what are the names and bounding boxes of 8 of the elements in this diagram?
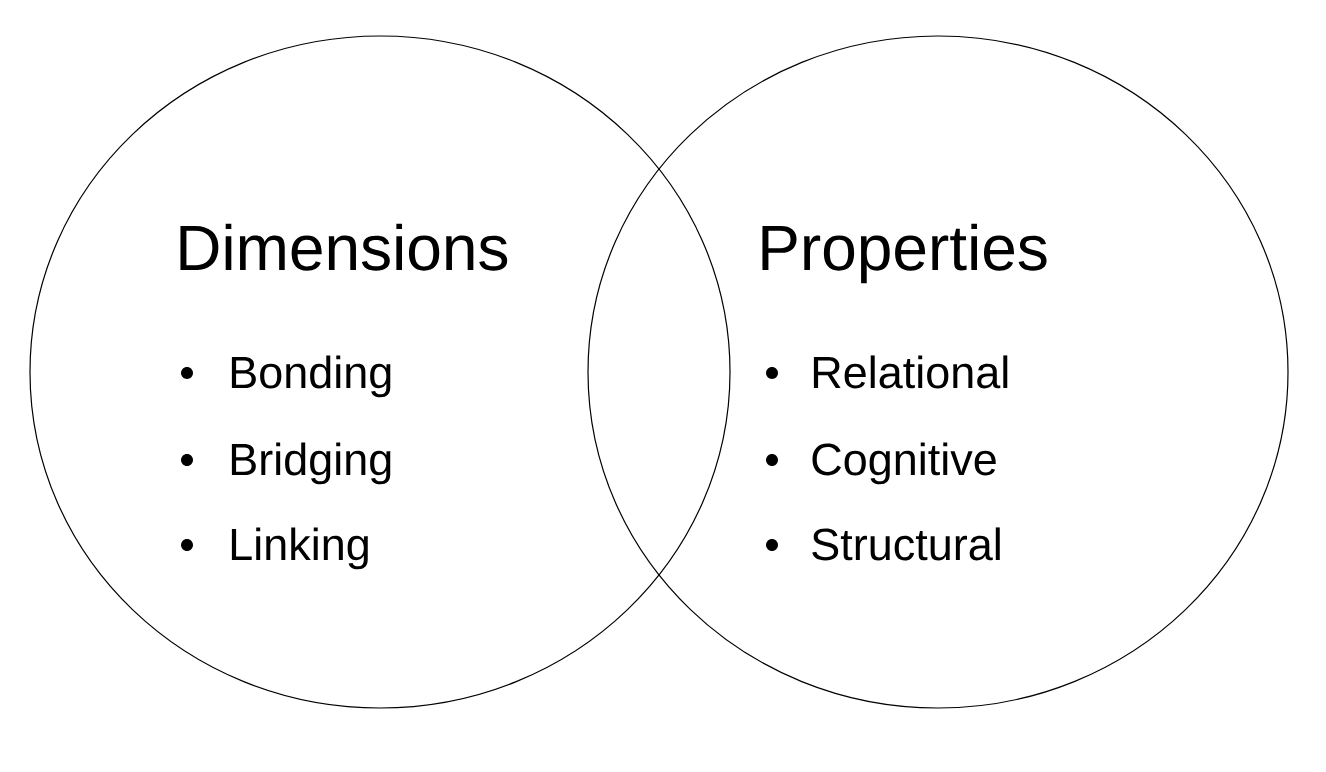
- list-item: Bridging: [181, 442, 391, 485]
- heading: Dimensions: [180, 223, 508, 271]
- list-item: Bonding: [181, 355, 391, 398]
- list-item: Linking: [181, 527, 368, 570]
- heading: Properties: [762, 223, 1047, 284]
- list-item: Structural: [766, 527, 1000, 561]
- list-item: Cognitive: [766, 442, 996, 485]
- list-item: Relational: [766, 355, 1008, 389]
